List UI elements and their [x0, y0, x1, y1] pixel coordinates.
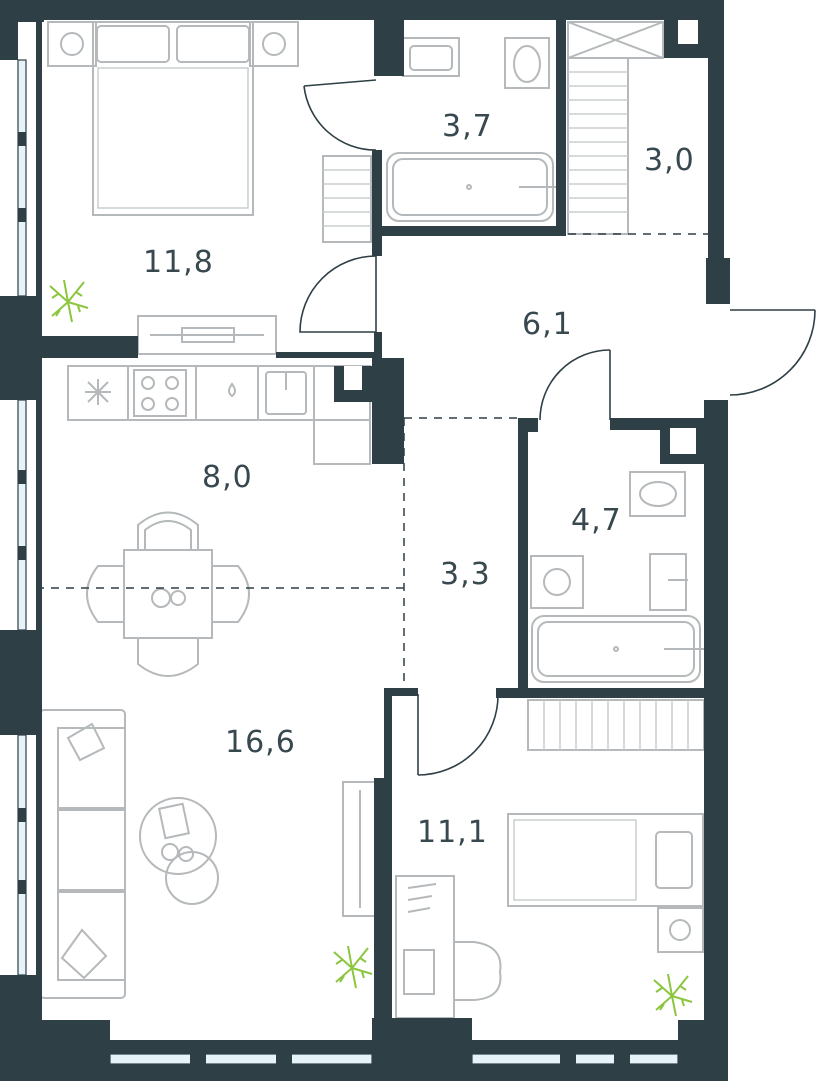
pillow-icon	[176, 25, 250, 63]
room-area-kitchen: 8,0	[202, 460, 253, 495]
washing-machine-icon	[530, 555, 584, 609]
door	[303, 79, 377, 151]
room-area-hallway: 6,1	[522, 307, 573, 342]
living-room-furniture	[39, 709, 380, 999]
room-area-bathroom-1: 3,7	[442, 109, 493, 144]
chair-icon	[86, 565, 124, 623]
wardrobe-furniture	[567, 21, 664, 235]
room-area-bedroom-main: 11,8	[143, 245, 214, 280]
wardrobe-shelf-icon	[567, 57, 629, 235]
coffee-table-icon	[139, 797, 217, 875]
nightstand-icon	[249, 21, 299, 67]
bathroom-2-furniture	[530, 471, 704, 683]
fridge-icon	[85, 379, 111, 405]
door	[299, 255, 377, 333]
sink-icon	[649, 553, 687, 611]
toilet-icon	[629, 471, 686, 517]
window	[109, 1053, 373, 1065]
walls	[0, 0, 730, 1081]
kitchen-furniture	[67, 365, 371, 465]
dining-furniture	[86, 511, 250, 677]
plant-icon	[653, 973, 693, 1017]
pillow-icon	[96, 25, 170, 63]
dining-table-icon	[123, 549, 213, 639]
window	[17, 734, 27, 976]
tv-stand-icon	[137, 315, 277, 355]
room-area-living-room: 16,6	[225, 725, 296, 760]
door	[539, 349, 611, 421]
window	[17, 399, 27, 631]
plant-icon	[333, 945, 373, 989]
nightstand-icon	[657, 907, 704, 953]
wardrobe-shelf-icon	[527, 699, 705, 751]
wardrobe-shelf-icon	[322, 155, 372, 243]
bedroom-main-furniture	[47, 21, 372, 355]
stove-icon	[133, 369, 187, 417]
cushion-icon	[60, 928, 108, 980]
chair-icon	[212, 565, 250, 623]
blanket-icon	[97, 67, 249, 209]
water-drop-icon	[228, 382, 236, 398]
kitchen-counter-corner	[313, 419, 371, 465]
monitor-icon	[403, 949, 435, 995]
pillow-icon	[655, 831, 693, 889]
chair-icon	[137, 511, 199, 550]
room-area-corridor: 3,3	[440, 557, 491, 592]
sofa-icon	[39, 709, 126, 999]
nightstand-icon	[47, 21, 97, 67]
toilet-icon	[504, 37, 550, 89]
bed-icon	[92, 21, 254, 216]
room-area-bedroom-second: 11,1	[417, 815, 488, 850]
door	[417, 693, 499, 776]
chair-icon	[137, 638, 199, 677]
plant-icon	[49, 279, 89, 323]
bed-icon	[507, 813, 704, 907]
blanket-icon	[513, 819, 637, 901]
cushion-icon	[66, 722, 106, 762]
chair-icon	[454, 941, 502, 1001]
room-area-wardrobe: 3,0	[644, 143, 695, 178]
bedroom-second-furniture	[395, 699, 705, 1019]
entrance-door	[729, 309, 816, 396]
kitchen-counter	[67, 365, 371, 421]
lamp-icon	[60, 32, 84, 56]
window	[17, 59, 27, 297]
room-area-bathroom-2: 4,7	[571, 503, 622, 538]
lamp-icon	[262, 32, 286, 56]
bathroom-1-furniture	[386, 37, 556, 222]
